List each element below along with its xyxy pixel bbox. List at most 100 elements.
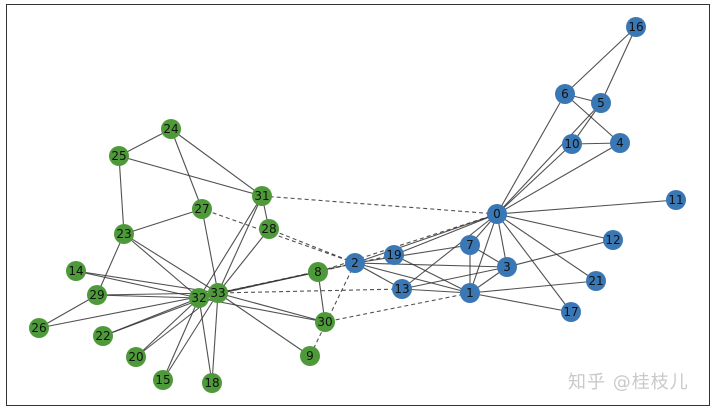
edge-13-33 (217, 288, 403, 294)
node-label-32: 32 (191, 291, 206, 305)
node-10: 10 (562, 134, 582, 154)
node-13: 13 (392, 279, 412, 299)
edge-4-6 (564, 93, 621, 144)
edge-24-31 (170, 128, 263, 197)
node-26: 26 (29, 318, 49, 338)
node-circle-2 (345, 253, 365, 273)
node-circle-22 (93, 326, 113, 346)
edge-30-33 (217, 292, 326, 323)
node-label-31: 31 (254, 189, 269, 203)
edge-2-9 (309, 262, 356, 357)
edge-0-19 (393, 213, 498, 256)
node-label-19: 19 (386, 248, 401, 262)
node-label-21: 21 (588, 274, 603, 288)
edge-1-13 (401, 288, 471, 294)
edge-0-31 (261, 195, 498, 215)
node-circle-30 (315, 312, 335, 332)
node-circle-20 (126, 347, 146, 367)
edge-2-27 (201, 208, 356, 264)
node-label-0: 0 (493, 207, 501, 221)
node-label-1: 1 (466, 286, 474, 300)
edge-1-19 (393, 254, 471, 294)
node-label-16: 16 (628, 20, 643, 34)
node-31: 31 (252, 186, 272, 206)
node-circle-31 (252, 186, 272, 206)
edge-5-16 (600, 26, 637, 104)
edge-1-30 (324, 292, 471, 323)
node-label-30: 30 (317, 315, 332, 329)
edge-1-17 (469, 292, 572, 313)
node-14: 14 (66, 261, 86, 281)
node-label-14: 14 (68, 264, 83, 278)
node-label-7: 7 (466, 238, 474, 252)
edge-0-6 (496, 93, 566, 215)
edge-3-12 (506, 239, 614, 268)
node-32: 32 (189, 288, 209, 308)
edge-25-31 (118, 155, 263, 197)
node-25: 25 (109, 146, 129, 166)
node-circle-9 (300, 346, 320, 366)
node-circle-23 (114, 224, 134, 244)
node-circle-11 (666, 190, 686, 210)
node-label-28: 28 (261, 222, 276, 236)
node-18: 18 (202, 373, 222, 393)
node-3: 3 (497, 257, 517, 277)
edge-3-13 (401, 266, 508, 290)
node-label-3: 3 (503, 260, 511, 274)
node-circle-32 (189, 288, 209, 308)
edge-18-33 (211, 292, 219, 384)
node-16: 16 (626, 17, 646, 37)
node-33: 33 (208, 283, 228, 303)
node-2: 2 (345, 253, 365, 273)
edge-20-32 (135, 297, 200, 358)
edge-0-4 (496, 142, 621, 215)
node-8: 8 (308, 262, 328, 282)
node-circle-17 (561, 302, 581, 322)
edge-1-2 (354, 262, 471, 294)
node-circle-4 (610, 133, 630, 153)
node-9: 9 (300, 346, 320, 366)
node-circle-3 (497, 257, 517, 277)
node-19: 19 (384, 245, 404, 265)
edge-26-29 (38, 294, 98, 329)
node-circle-7 (460, 235, 480, 255)
node-23: 23 (114, 224, 134, 244)
node-label-12: 12 (605, 233, 620, 247)
edge-2-28 (268, 228, 356, 264)
node-label-33: 33 (210, 286, 225, 300)
node-label-27: 27 (194, 202, 209, 216)
node-24: 24 (161, 119, 181, 139)
edge-0-2 (354, 213, 498, 264)
edge-28-33 (217, 228, 270, 294)
edge-23-32 (123, 233, 200, 299)
node-20: 20 (126, 347, 146, 367)
edge-0-5 (496, 102, 602, 215)
edge-2-7 (354, 244, 471, 264)
node-15: 15 (153, 370, 173, 390)
node-label-22: 22 (95, 329, 110, 343)
edge-18-32 (198, 297, 213, 384)
node-label-18: 18 (204, 376, 219, 390)
node-circle-19 (384, 245, 404, 265)
node-29: 29 (87, 285, 107, 305)
edge-31-32 (198, 195, 263, 299)
edge-29-32 (96, 294, 200, 299)
node-label-2: 2 (351, 256, 359, 270)
node-label-6: 6 (561, 87, 569, 101)
edge-0-11 (496, 199, 677, 215)
node-11: 11 (666, 190, 686, 210)
edge-15-33 (162, 292, 219, 381)
node-label-13: 13 (394, 282, 409, 296)
node-label-5: 5 (597, 96, 605, 110)
node-circle-12 (603, 230, 623, 250)
node-17: 17 (561, 302, 581, 322)
node-circle-15 (153, 370, 173, 390)
node-label-9: 9 (306, 349, 314, 363)
node-label-23: 23 (116, 227, 131, 241)
node-label-10: 10 (564, 137, 579, 151)
node-circle-18 (202, 373, 222, 393)
edge-0-12 (496, 213, 614, 241)
node-6: 6 (555, 84, 575, 104)
node-circle-10 (562, 134, 582, 154)
